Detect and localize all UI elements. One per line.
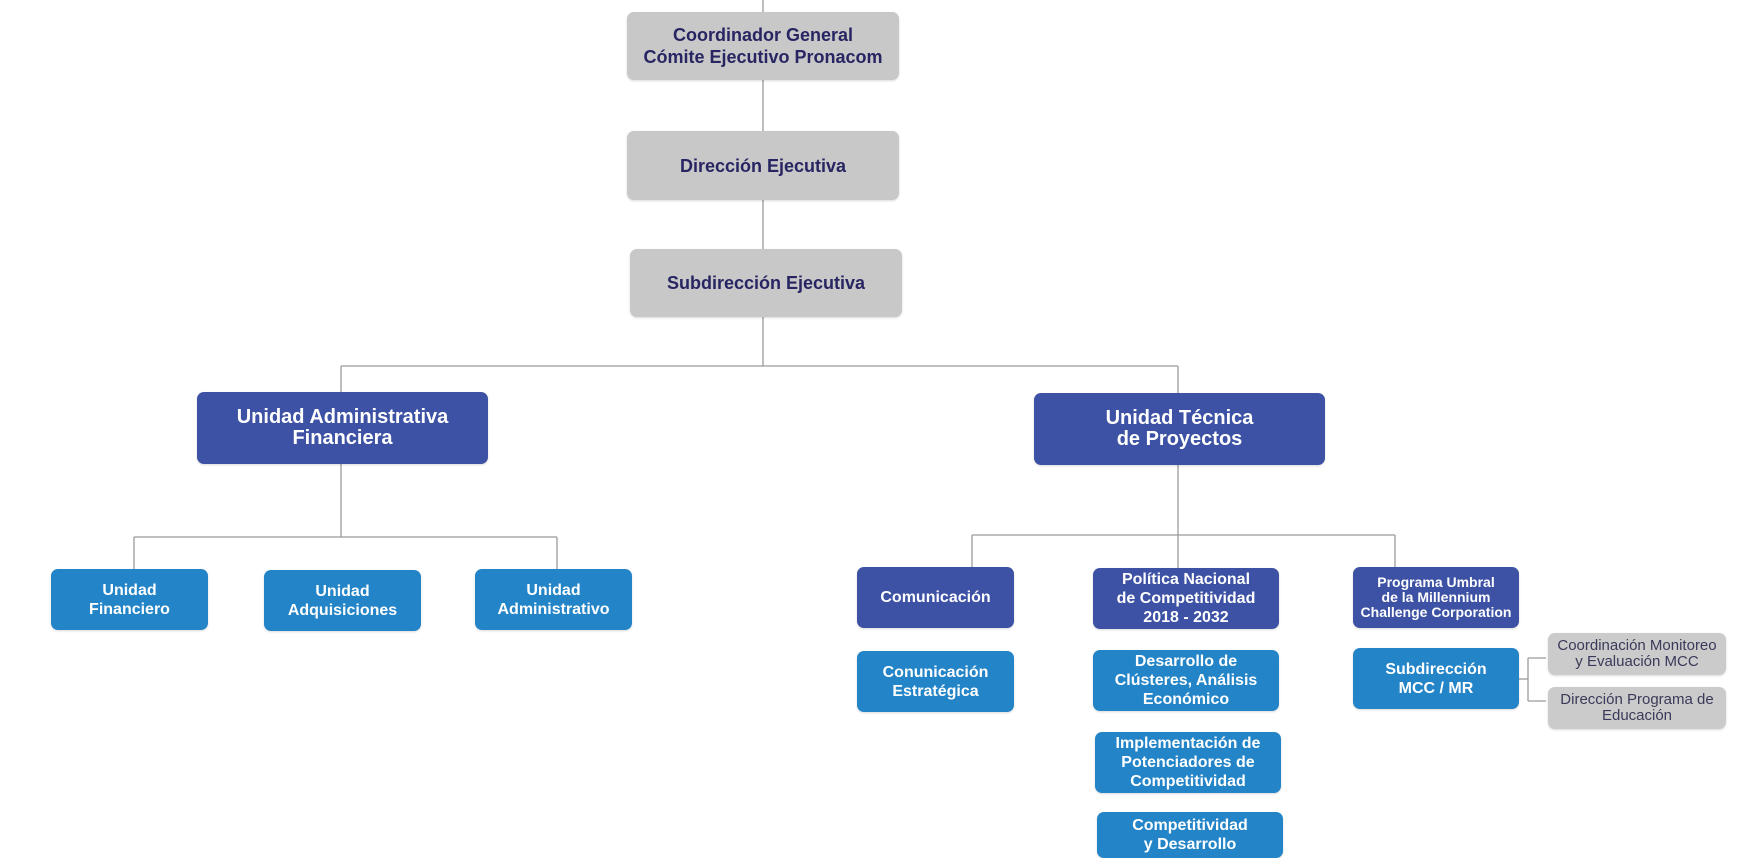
unidad-adquisiciones-box: Unidad Adquisiciones bbox=[264, 570, 421, 631]
comunicacion-box: Comunicación bbox=[857, 567, 1014, 628]
unidad-tecnica-proyectos-box: Unidad Técnica de Proyectos bbox=[1034, 393, 1325, 465]
unidad-administrativa-financiera-box: Unidad Administrativa Financiera bbox=[197, 392, 488, 464]
subdireccion-ejecutiva-box: Subdirección Ejecutiva bbox=[630, 249, 902, 317]
subdireccion-mcc-box: Subdirección MCC / MR bbox=[1353, 648, 1519, 709]
unidad-financiero-box: Unidad Financiero bbox=[51, 569, 208, 630]
comunicacion-estrategica-box: Conunicación Estratégica bbox=[857, 651, 1014, 712]
politica-nacional-box: Política Nacional de Competitividad 2018… bbox=[1093, 568, 1279, 629]
direccion-programa-educacion-box: Dirección Programa de Educación bbox=[1548, 687, 1726, 729]
programa-umbral-box: Programa Umbral de la Millennium Challen… bbox=[1353, 567, 1519, 628]
unidad-administrativo-box: Unidad Administrativo bbox=[475, 569, 632, 630]
desarrollo-clusteres-box: Desarrollo de Clústeres, Análisis Económ… bbox=[1093, 650, 1279, 711]
coordinacion-monitoreo-box: Coordinación Monitoreo y Evaluación MCC bbox=[1548, 633, 1726, 675]
implementacion-potenciadores-box: Implementación de Potenciadores de Compe… bbox=[1095, 732, 1281, 793]
direccion-ejecutiva-box: Dirección Ejecutiva bbox=[627, 131, 899, 200]
coordinador-general-box: Coordinador General Cómite Ejecutivo Pro… bbox=[627, 12, 899, 80]
competitividad-desarrollo-box: Competitividad y Desarrollo bbox=[1097, 812, 1283, 858]
